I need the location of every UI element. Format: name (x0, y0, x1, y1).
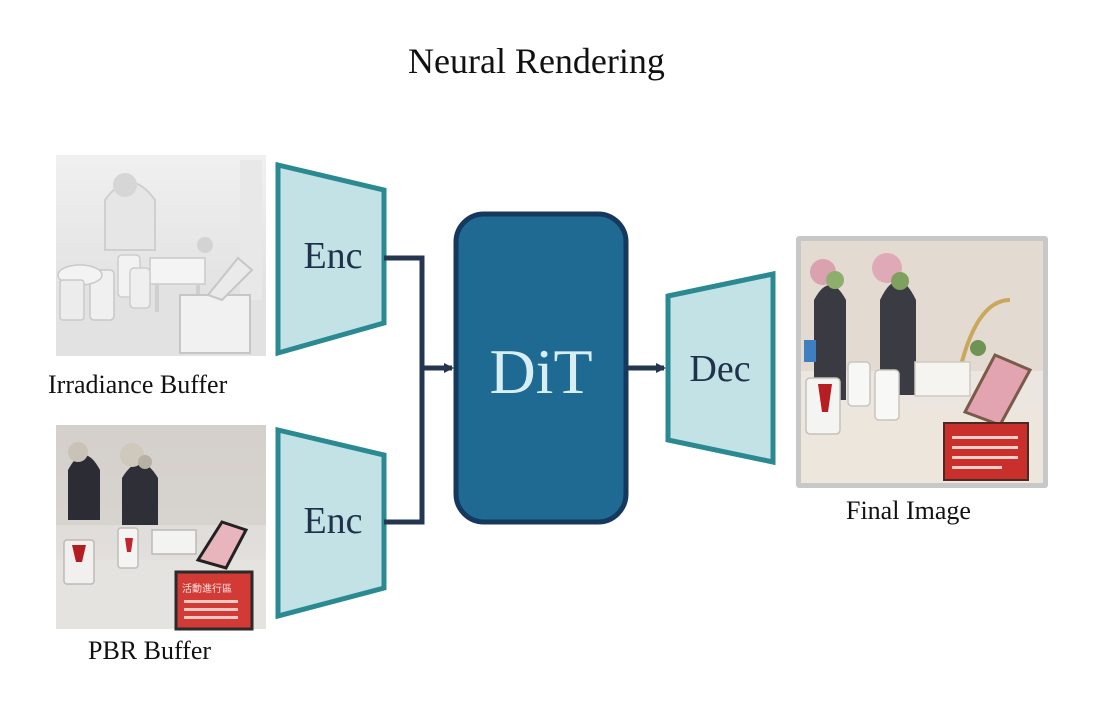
pbr-buffer-caption: PBR Buffer (88, 636, 212, 665)
pbr-buffer-image: 活動進行區 (56, 425, 266, 631)
irradiance-buffer-caption: Irradiance Buffer (48, 370, 228, 399)
decoder-label: Dec (689, 348, 750, 390)
encoder-merge-connector (384, 255, 425, 525)
encoder-bottom-shape (275, 426, 387, 620)
irradiance-buffer-image (56, 155, 266, 356)
pbr-sign-text: 活動進行區 (182, 582, 232, 595)
diagram-title: Neural Rendering (408, 41, 665, 81)
dit-label: DiT (489, 336, 592, 407)
encoder-bottom-label: Enc (303, 500, 362, 542)
encoder-top-label: Enc (303, 235, 362, 277)
encoder-top-shape (275, 161, 387, 357)
decoder-shape (665, 270, 776, 466)
final-image (796, 236, 1048, 488)
final-image-caption: Final Image (846, 496, 971, 525)
